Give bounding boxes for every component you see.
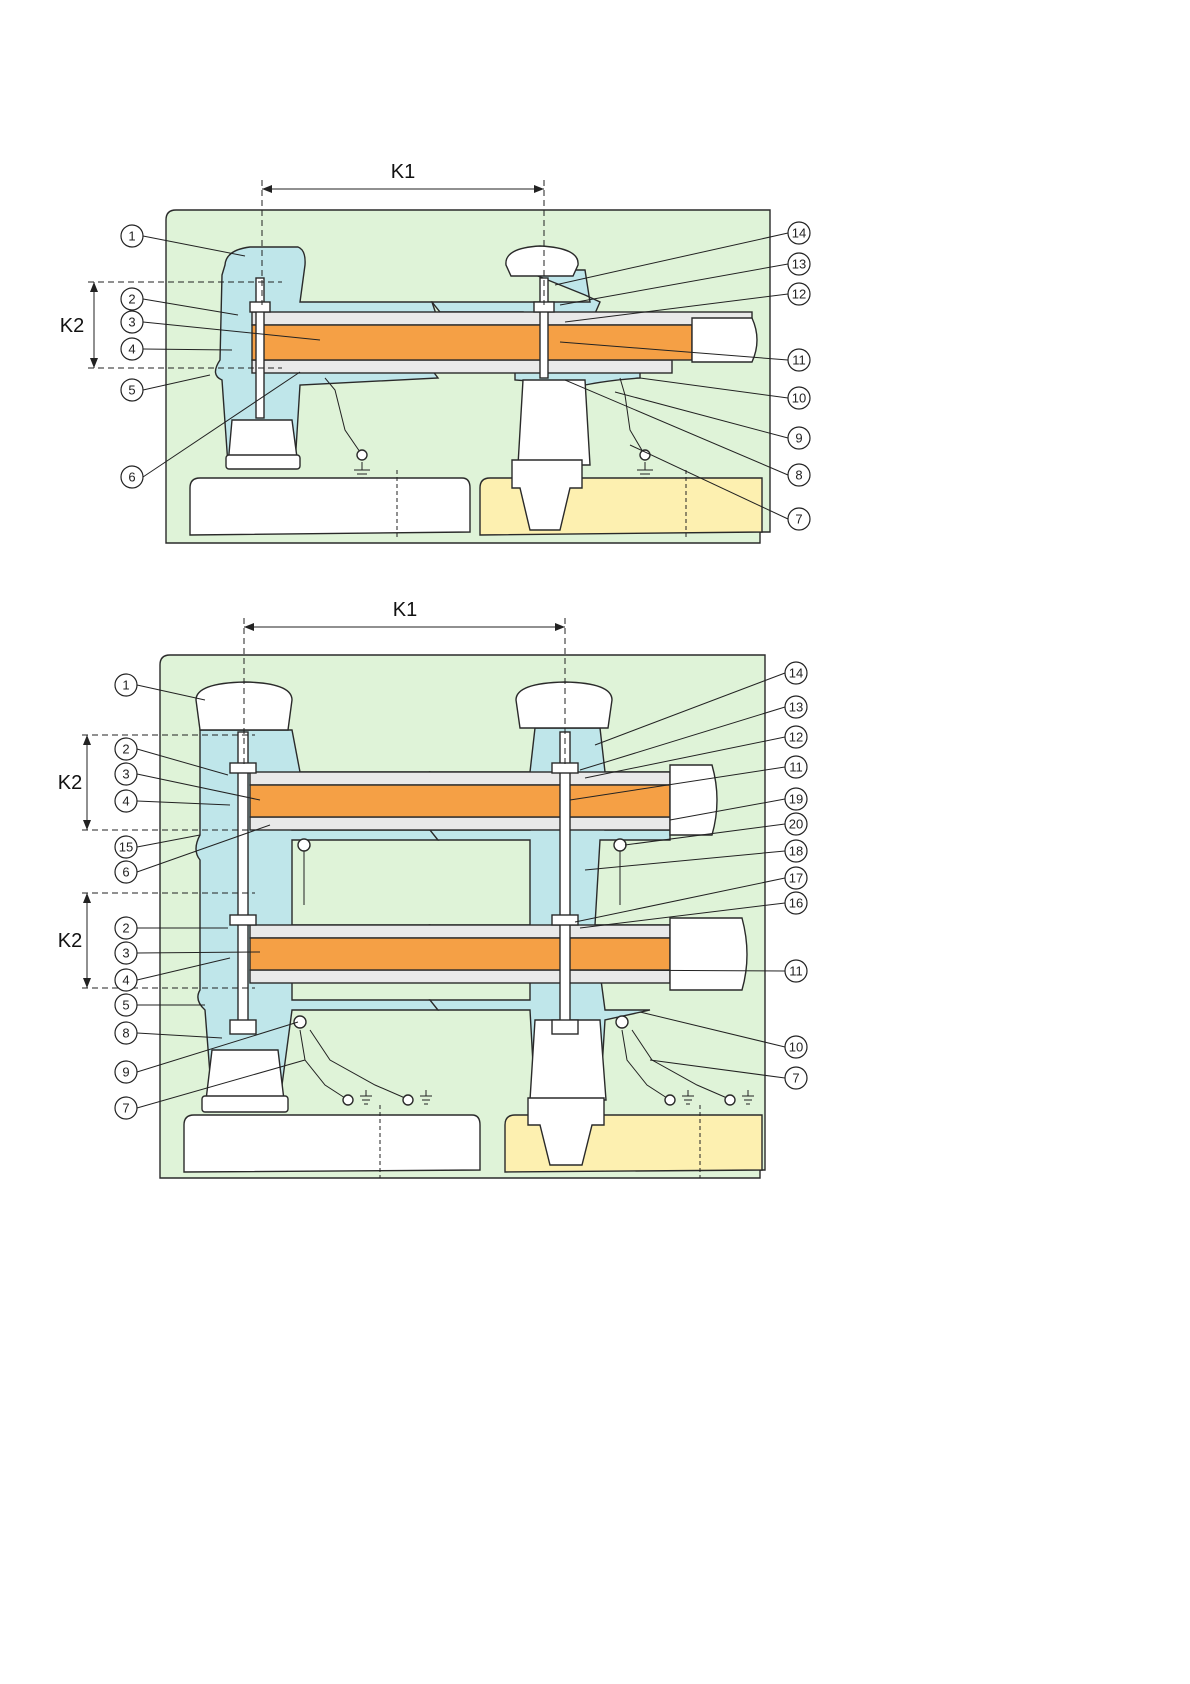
callout-number: 8 [795, 468, 802, 483]
callout-number: 1 [122, 678, 129, 693]
callout-number: 6 [128, 470, 135, 485]
callout-number: 7 [795, 512, 802, 527]
callout-number: 11 [792, 353, 806, 368]
bottom-k1-label: K1 [393, 599, 417, 621]
callout-number: 11 [789, 760, 803, 775]
callout-number: 9 [122, 1065, 129, 1080]
callout-number: 14 [792, 226, 806, 241]
bottom-right-bolt [560, 732, 570, 1032]
callout-number: 13 [789, 700, 803, 715]
callout-number: 9 [795, 431, 802, 446]
bottom-k2-upper-label: K2 [58, 772, 82, 794]
callout-number: 10 [792, 391, 806, 406]
bottom-upper-conductor-bar [250, 785, 670, 817]
top-left-transformer-body [190, 478, 470, 535]
callout-number: 2 [122, 742, 129, 757]
callout-number: 6 [122, 865, 129, 880]
bottom-figure: K1 K2 K2 1234156234589714131211192018171… [58, 599, 807, 1178]
top-right-bushing [518, 380, 590, 465]
bottom-k2-lower-label: K2 [58, 930, 82, 952]
callout-number: 4 [122, 973, 129, 988]
callout-number: 18 [789, 844, 803, 859]
callout-number: 8 [122, 1026, 129, 1041]
bottom-left-bolt [238, 732, 248, 1032]
bottom-left-transformer-body [184, 1115, 480, 1172]
callout-number: 5 [128, 383, 135, 398]
callout-number: 20 [789, 817, 803, 832]
callout-number: 16 [789, 896, 803, 911]
callout-number: 11 [789, 964, 803, 979]
callout-number: 7 [122, 1101, 129, 1116]
callout-number: 2 [122, 921, 129, 936]
callout-number: 19 [789, 792, 803, 807]
top-insulation-upper [252, 312, 752, 325]
bottom-left-bushing [206, 1050, 284, 1100]
top-left-bushing-flange [226, 455, 300, 469]
bottom-lower-conductor-bar [250, 938, 670, 970]
callout-number: 15 [119, 840, 133, 855]
callout-number: 5 [122, 998, 129, 1013]
callout-number: 1 [128, 229, 135, 244]
top-conductor-bar [252, 325, 692, 360]
callout-number: 10 [789, 1040, 803, 1055]
callout-number: 12 [789, 730, 803, 745]
callout-number: 13 [792, 257, 806, 272]
callout-number: 17 [789, 871, 803, 886]
top-left-nut [250, 302, 270, 312]
callout-number: 12 [792, 287, 806, 302]
callout-number: 3 [128, 315, 135, 330]
bottom-right-cap [516, 682, 612, 728]
callout-number: 7 [792, 1071, 799, 1086]
top-k2-label: K2 [60, 315, 84, 337]
callout-number: 3 [122, 767, 129, 782]
top-right-cap [506, 246, 578, 276]
callout-number: 4 [128, 342, 135, 357]
callout-number: 2 [128, 292, 135, 307]
callout-number: 4 [122, 794, 129, 809]
top-insulation-lower [252, 360, 672, 373]
top-k1-label: K1 [391, 161, 415, 183]
callout-number: 14 [789, 666, 803, 681]
callout-number: 3 [122, 946, 129, 961]
